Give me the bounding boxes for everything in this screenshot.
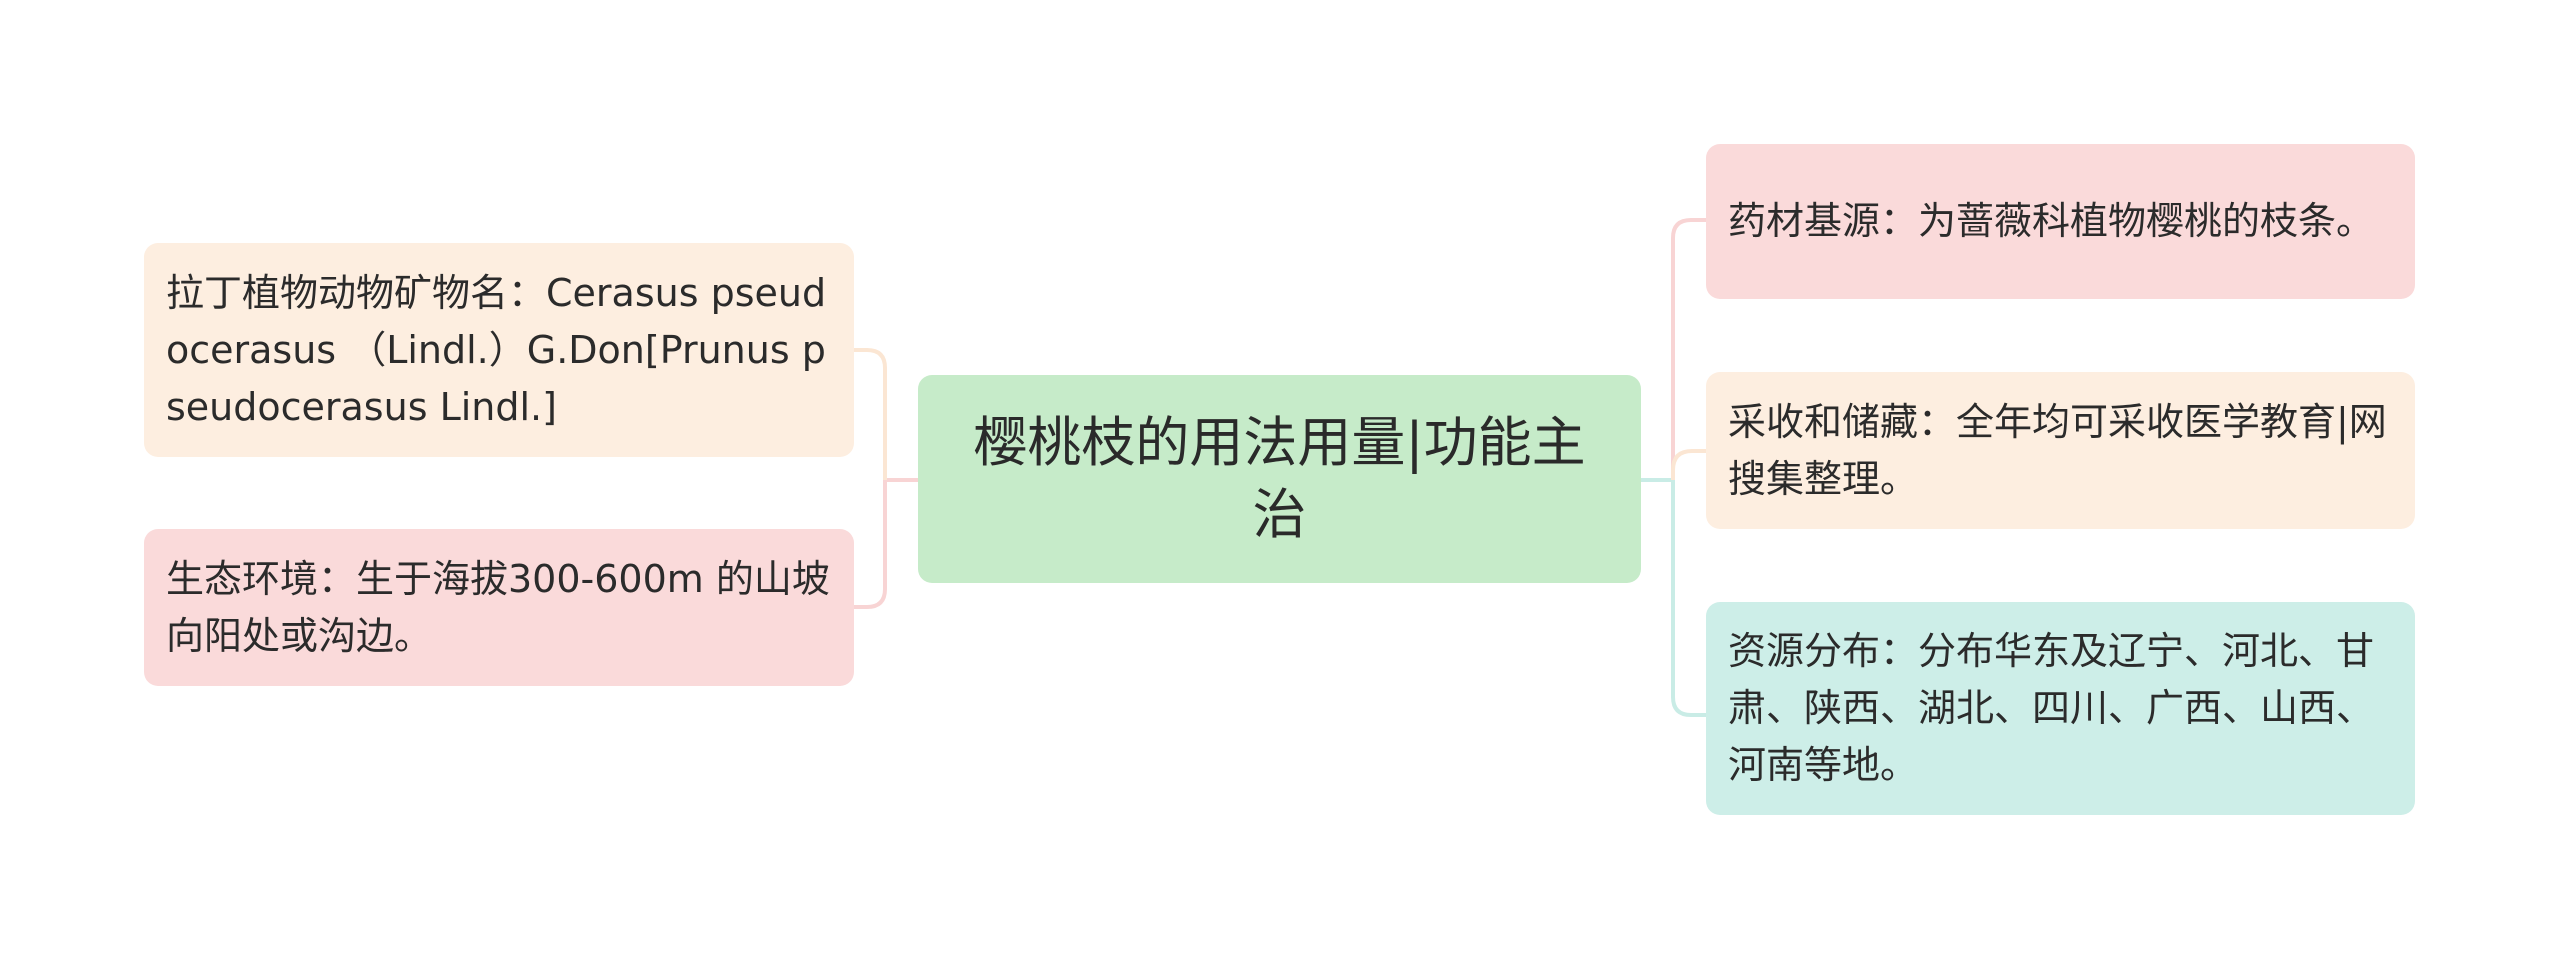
node-text: 采收和储藏：全年均可采收医学教育|网搜集整理。 [1728, 399, 2387, 501]
node-text: 生态环境：生于海拔300-600m 的山坡向阳处或沟边。 [166, 556, 830, 658]
connector-right-1 [1671, 218, 1706, 480]
right-node-distribution[interactable]: 资源分布：分布华东及辽宁、河北、甘肃、陕西、湖北、四川、广西、山西、河南等地。 [1706, 602, 2415, 815]
right-node-harvest[interactable]: 采收和储藏：全年均可采收医学教育|网搜集整理。 [1706, 372, 2415, 529]
node-text: 药材基源：为蔷薇科植物樱桃的枝条。 [1728, 199, 2375, 243]
left-node-ecology[interactable]: 生态环境：生于海拔300-600m 的山坡向阳处或沟边。 [144, 529, 854, 686]
left-node-latin-name[interactable]: 拉丁植物动物矿物名：Cerasus pseudocerasus （Lindl.）… [144, 243, 854, 457]
root-title: 樱桃枝的用法用量|功能主治 [973, 411, 1586, 546]
connector-right-2 [1671, 449, 1706, 480]
right-node-source[interactable]: 药材基源：为蔷薇科植物樱桃的枝条。 [1706, 144, 2415, 299]
connector-left-2 [854, 480, 887, 609]
connector-left-1 [854, 348, 887, 480]
node-text: 资源分布：分布华东及辽宁、河北、甘肃、陕西、湖北、四川、广西、山西、河南等地。 [1728, 629, 2375, 787]
root-node[interactable]: 樱桃枝的用法用量|功能主治 [918, 375, 1641, 583]
node-text: 拉丁植物动物矿物名：Cerasus pseudocerasus （Lindl.）… [166, 270, 827, 429]
connector-right-3 [1671, 480, 1706, 717]
